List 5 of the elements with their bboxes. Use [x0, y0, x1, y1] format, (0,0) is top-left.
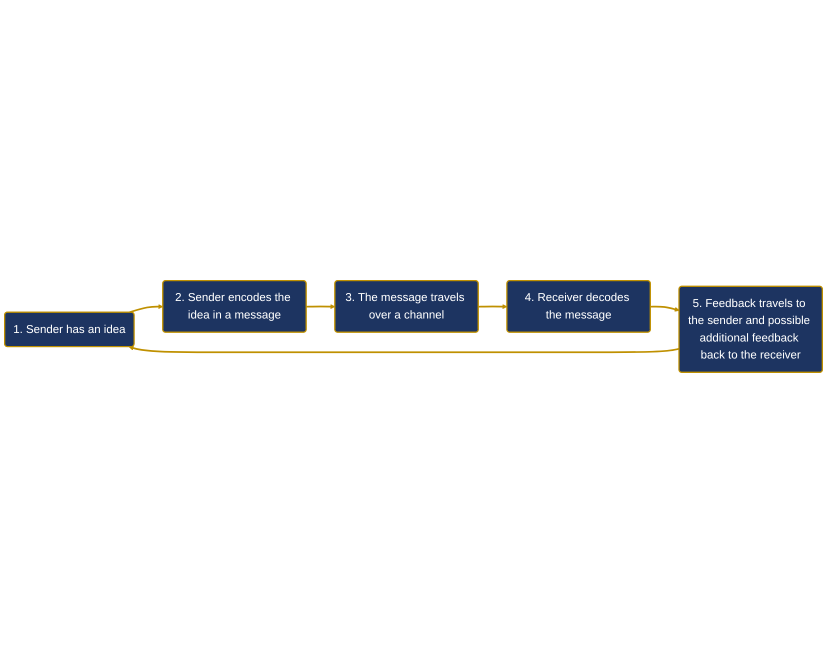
arrow — [128, 346, 680, 354]
arrow — [306, 304, 336, 310]
arrow — [478, 304, 508, 310]
arrow — [650, 306, 680, 312]
arrow — [128, 304, 164, 314]
